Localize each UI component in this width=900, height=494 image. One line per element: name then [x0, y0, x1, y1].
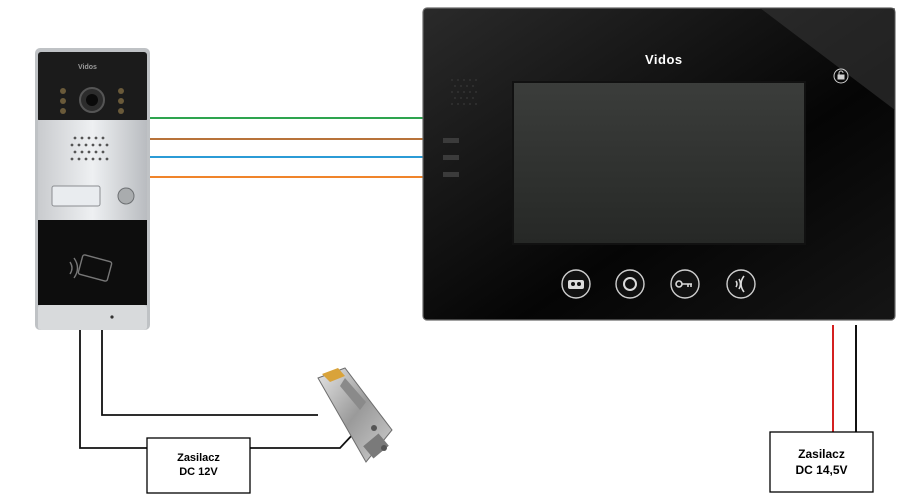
monitor-speaker-holes	[451, 79, 477, 105]
psu-left-label: Zasilacz DC 12V	[147, 451, 250, 479]
monitor-side-slots	[443, 138, 459, 177]
psu-right-label: Zasilacz DC 14,5V	[770, 446, 873, 478]
speaker-grille	[70, 136, 109, 161]
psu-right-line2: DC 14,5V	[795, 463, 848, 477]
psu-left-line2: DC 12V	[179, 466, 218, 478]
intercom-icon	[568, 280, 584, 289]
monitor-button	[615, 269, 645, 299]
electric-lock	[317, 367, 393, 463]
lock-wiring	[79, 330, 356, 449]
circle-icon	[623, 277, 637, 291]
monitor	[422, 7, 896, 321]
lock-status-icon	[833, 68, 849, 84]
door-station-brand: Vidos	[78, 64, 97, 71]
intercom-button	[561, 269, 591, 299]
monitor-brand: Vidos	[645, 52, 683, 67]
psu-right-line1: Zasilacz	[798, 447, 845, 461]
door-station	[35, 48, 150, 330]
psu-right-box	[769, 431, 874, 493]
signal-wires	[150, 117, 428, 178]
psu-left-box	[146, 437, 251, 494]
talk-button	[726, 269, 756, 299]
rfid-icon	[69, 254, 113, 282]
psu-left-line1: Zasilacz	[177, 452, 220, 464]
handset-icon	[735, 275, 745, 293]
unlock-button	[670, 269, 700, 299]
key-icon	[675, 280, 692, 288]
